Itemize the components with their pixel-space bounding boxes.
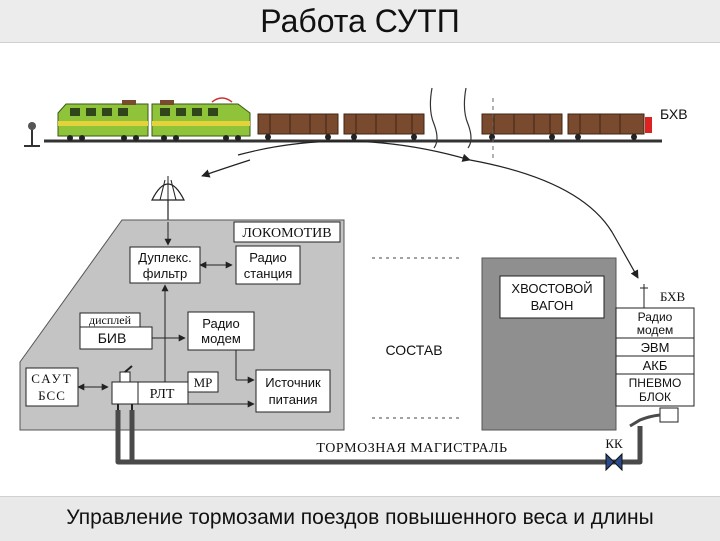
- bhv-unit-label: БХВ: [660, 289, 686, 304]
- duplex-filter-box: [129, 246, 201, 284]
- radio-station-box: [235, 245, 301, 285]
- bhv-unit-stack: [615, 307, 695, 407]
- brake-pipe: [115, 410, 643, 465]
- end-valve-icon: [605, 452, 623, 472]
- pneumo-label-1: ПНЕВМО: [629, 376, 682, 390]
- footer-bar: [0, 496, 720, 541]
- duplex-filter-label-1: Дуплекс.: [138, 250, 191, 265]
- radio-modem-label-1: Радио: [202, 316, 240, 331]
- tail-car-label-1: ХВОСТОВОЙ: [511, 281, 592, 296]
- wagon-2: [343, 113, 425, 140]
- saut-label-1: САУТ: [31, 371, 72, 386]
- radio-station-label-1: Радио: [249, 250, 287, 265]
- power-source-box: [255, 369, 331, 413]
- break-mark-1: [429, 87, 438, 149]
- sostav-label: СОСТАВ: [385, 342, 442, 358]
- power-source-label-1: Источник: [265, 375, 321, 390]
- signal-icon: [24, 122, 40, 147]
- saut-box: [25, 367, 79, 407]
- locomotive-section-2: [151, 97, 251, 141]
- title-bar: [0, 0, 720, 43]
- evm-label: ЭВМ: [641, 340, 670, 355]
- brake-line-label: ТОРМОЗНАЯ МАГИСТРАЛЬ: [316, 441, 507, 456]
- slide-title: Работа СУТП: [260, 3, 460, 39]
- radio-link-lower: [469, 159, 639, 279]
- hose-coupling-icon: [629, 407, 679, 428]
- akb-label: АКБ: [643, 358, 668, 373]
- break-mark-2: [463, 87, 472, 149]
- radio-link-upper: [237, 140, 471, 162]
- tail-radio-label-2: модем: [637, 323, 674, 337]
- tail-radio-label-1: Радио: [638, 310, 673, 324]
- saut-label-2: БСС: [38, 388, 66, 403]
- rlt-label: РЛТ: [150, 387, 175, 402]
- biv-label: БИВ: [98, 330, 127, 346]
- kk-label: КК: [605, 436, 623, 451]
- wagon-4: [567, 113, 645, 140]
- power-source-label-2: питания: [269, 392, 318, 407]
- radio-link-back: [201, 159, 251, 178]
- pneumo-label-2: БЛОК: [639, 390, 671, 404]
- bhv-tail-device-icon: [645, 117, 652, 133]
- mr-label: МР: [194, 375, 213, 390]
- slide-footer: Управление тормозами поездов повышенного…: [66, 506, 654, 529]
- locomotive-section-1: [57, 100, 149, 141]
- rlt-box: [137, 381, 189, 405]
- radio-station-label-2: станция: [244, 266, 292, 281]
- duplex-filter-label-2: фильтр: [143, 266, 187, 281]
- wagon-3: [481, 113, 563, 140]
- wagon-1: [257, 113, 339, 140]
- train: БХВ: [24, 87, 688, 160]
- display-label: дисплей: [89, 313, 132, 327]
- radio-modem-label-2: модем: [201, 331, 241, 346]
- bhv-top-label: БХВ: [660, 106, 688, 122]
- antenna-icon: [151, 176, 185, 222]
- locomotive-label: ЛОКОМОТИВ: [242, 226, 331, 241]
- radio-modem-box: [187, 311, 255, 351]
- tail-car-label-2: ВАГОН: [531, 298, 574, 313]
